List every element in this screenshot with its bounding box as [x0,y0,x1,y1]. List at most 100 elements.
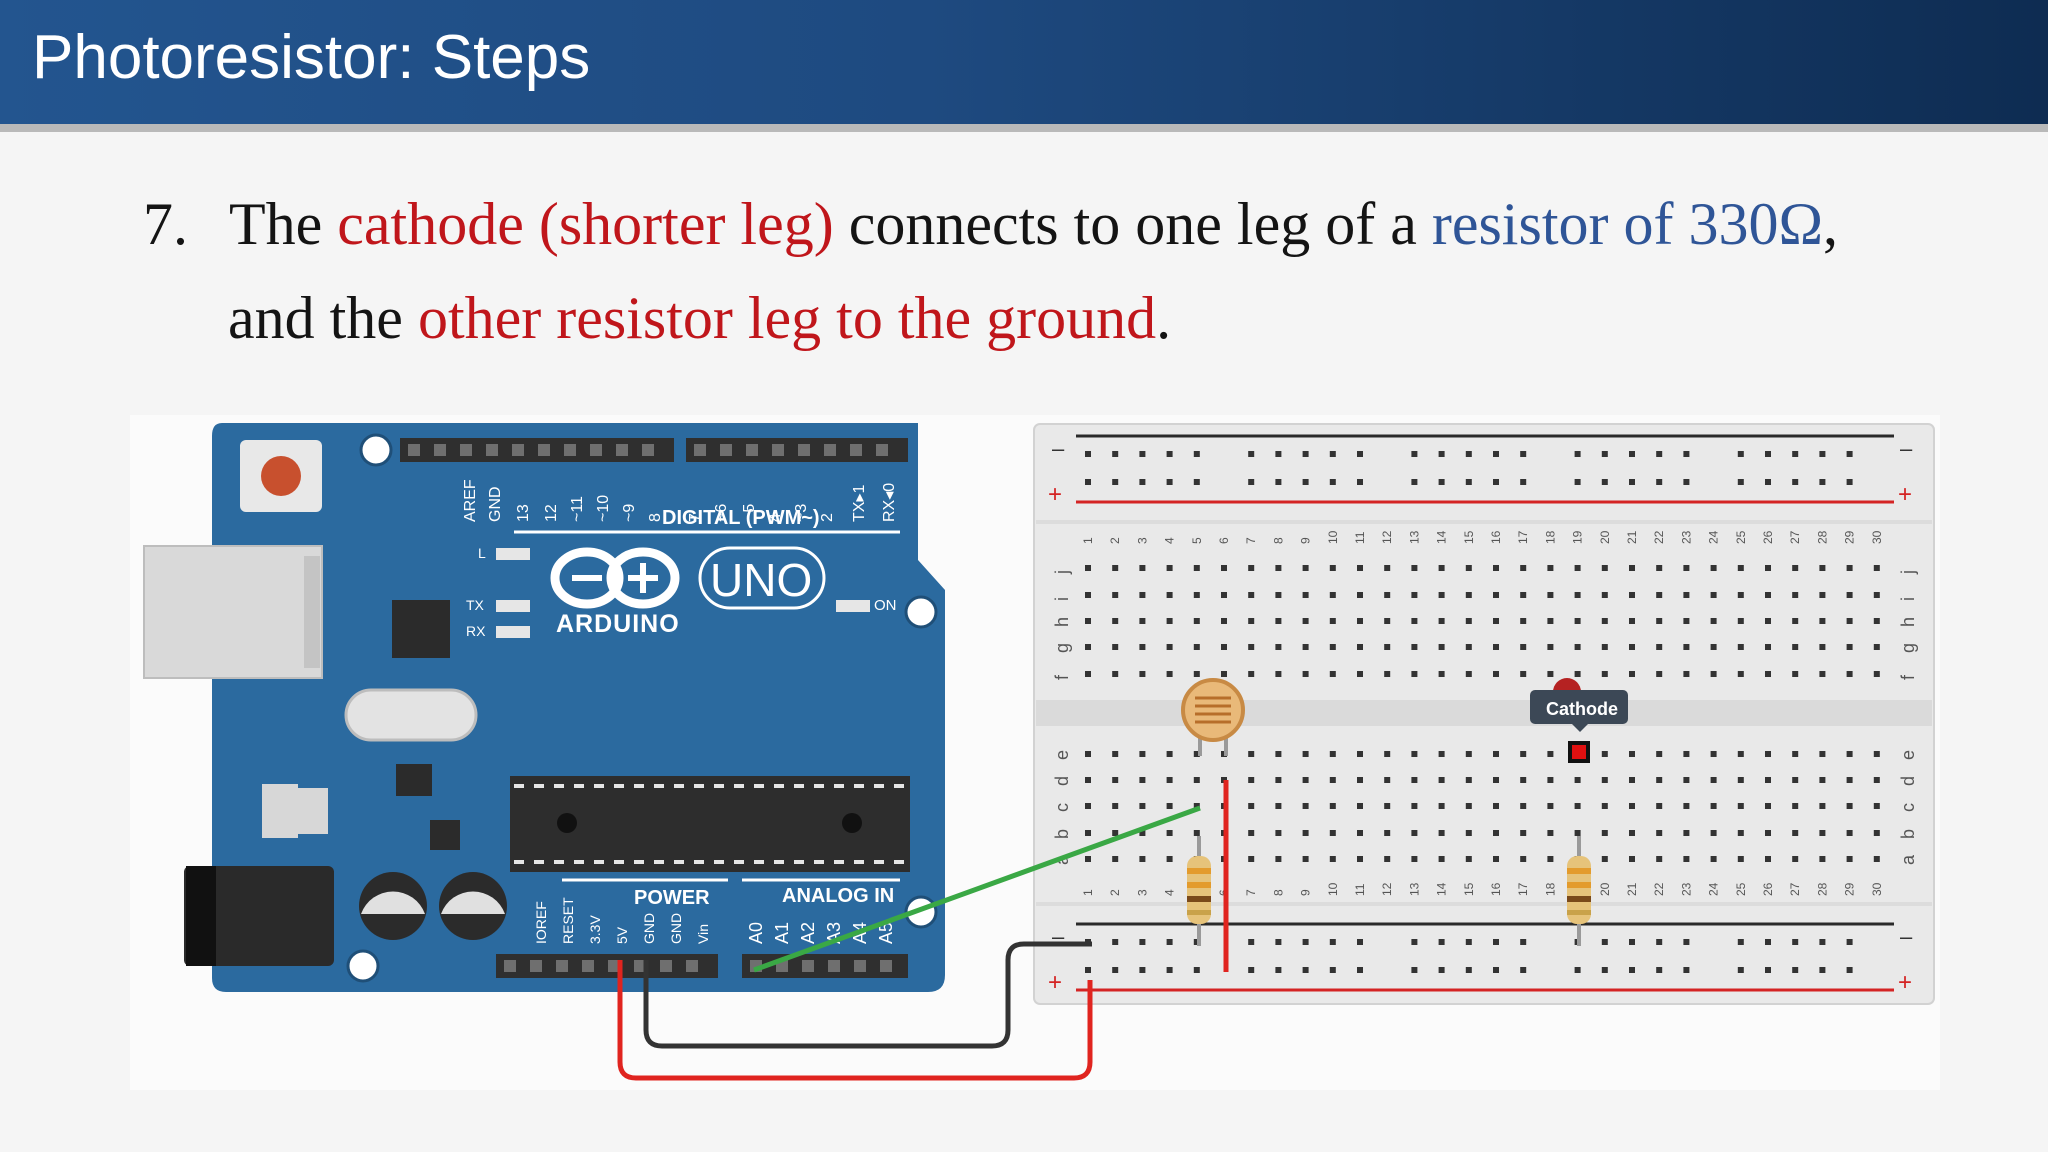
breadboard-hole [1193,644,1200,650]
breadboard-hole [1329,618,1336,624]
rail-hole [1601,451,1608,457]
breadboard-hole [1656,830,1663,836]
breadboard-hole [1085,856,1091,862]
breadboard-hole [1411,618,1418,624]
breadboard-hole [1275,644,1282,650]
breadboard-hole [1193,830,1200,836]
breadboard-hole [1357,618,1363,624]
digital-pin-label: ~5 [741,504,758,522]
breadboard-hole [1139,777,1146,783]
breadboard-hole [1275,592,1282,598]
breadboard-hole [1384,777,1391,783]
instruction-text: and the [228,285,418,351]
instruction-line-1: 7.The cathode (shorter leg) connects to … [143,190,1838,259]
column-number: 3 [1135,889,1149,896]
breadboard-hole [1438,777,1445,783]
row-label: h [1898,617,1918,627]
column-number: 28 [1815,530,1829,544]
breadboard-hole [1656,777,1663,783]
power-jack [184,866,334,966]
rail-plus-label: + [1898,969,1912,996]
breadboard-hole [1112,565,1119,571]
breadboard-hole [1112,671,1119,677]
breadboard-hole [1873,618,1880,624]
model-label: UNO [710,554,812,606]
rail-hole [1601,939,1608,945]
power-pin-label: RESET [560,897,576,944]
breadboard-hole [1765,592,1771,598]
breadboard-hole [1520,592,1527,598]
breadboard-hole [1574,618,1581,624]
resistor-highlight: resistor of 330Ω [1431,191,1824,257]
title-divider [0,124,2048,132]
breadboard-hole [1683,751,1690,757]
rail-hole [1302,451,1309,457]
breadboard-hole [1465,751,1472,757]
row-label: e [1898,750,1918,760]
breadboard-hole [1737,618,1744,624]
breadboard-hole [1112,618,1119,624]
breadboard-hole [1683,830,1690,836]
breadboard-hole [1275,803,1282,809]
rail-hole [1465,451,1472,457]
breadboard-hole [1357,803,1363,809]
row-label: d [1898,776,1918,786]
breadboard-hole [1520,671,1527,677]
breadboard-hole [1248,565,1255,571]
arduino-logo [550,547,680,609]
instruction-line-2: and the other resistor leg to the ground… [228,284,1171,353]
rail-hole [1601,967,1608,973]
breadboard-hole [1493,618,1499,624]
breadboard-hole [1873,830,1880,836]
breadboard-hole [1221,592,1227,598]
rail-minus-label: – [1052,436,1065,461]
breadboard-hole [1520,830,1527,836]
breadboard-hole [1275,777,1282,783]
breadboard-hole [1357,644,1363,650]
row-label: i [1898,597,1918,601]
breadboard-hole [1765,856,1771,862]
analog-pin-label: A5 [876,922,896,944]
rail-hole [1792,939,1799,945]
breadboard-hole [1329,592,1336,598]
column-number: 7 [1244,889,1258,896]
rail-minus-label: – [1900,924,1913,949]
instruction-text: . [1156,285,1172,351]
breadboard-hole [1411,803,1418,809]
breadboard-hole [1574,830,1581,836]
breadboard-hole [1384,592,1391,598]
rail-hole [1683,451,1690,457]
breadboard-hole [1438,671,1445,677]
breadboard-hole [1357,856,1363,862]
column-number: 1 [1081,537,1095,544]
analog-label: ANALOG IN [782,885,894,907]
column-number: 28 [1815,882,1829,896]
digital-pin-label: 4 [767,513,784,522]
rail-hole [1737,479,1744,485]
breadboard-hole [1302,856,1309,862]
breadboard-hole [1248,856,1255,862]
breadboard-hole [1792,856,1799,862]
rail-hole [1629,967,1635,973]
row-label: g [1052,643,1072,653]
breadboard-hole [1656,751,1663,757]
breadboard-hole [1302,592,1309,598]
rail-hole [1601,479,1608,485]
column-number: 13 [1407,882,1421,896]
breadboard-hole [1193,751,1200,757]
row-label: c [1898,803,1918,812]
rail-minus-label: – [1900,436,1913,461]
breadboard-hole [1629,618,1635,624]
column-number: 9 [1299,889,1313,896]
rail-hole [1275,939,1282,945]
breadboard-hole [1221,565,1227,571]
digital-pin-label: ~6 [713,504,730,522]
column-number: 24 [1707,882,1721,896]
breadboard-hole [1765,644,1771,650]
breadboard-hole [1493,777,1499,783]
rail-hole [1656,479,1663,485]
breadboard-hole [1411,777,1418,783]
rail-hole [1357,451,1363,457]
breadboard-hole [1656,618,1663,624]
breadboard-hole [1302,618,1309,624]
